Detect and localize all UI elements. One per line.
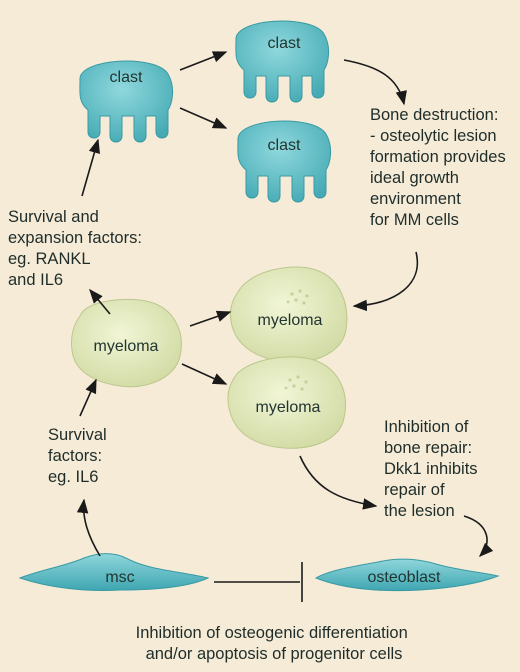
osteoblast-label: osteoblast <box>368 569 441 586</box>
inhibition-osteogenic-line: Inhibition of osteogenic differentiation <box>136 624 408 642</box>
survival-expansion-line: and IL6 <box>8 271 63 289</box>
arrow-inhibition-repair-to-osteoblast <box>463 515 494 558</box>
myeloma-bottom: myeloma <box>227 356 346 449</box>
arrow-myeloma-to-myeloma-top <box>189 310 232 327</box>
myeloma-top-label: myeloma <box>258 312 323 329</box>
clast-bottom-label: clast <box>268 137 301 154</box>
survival-expansion-text: Survival and expansion factors: eg. RANK… <box>8 208 147 289</box>
survival-expansion-line: eg. RANKL <box>8 250 90 268</box>
myeloma-bottom-granules <box>284 375 308 391</box>
osteoclast-cell-icon <box>79 60 174 143</box>
myeloma-bottom-label: myeloma <box>256 399 321 416</box>
bone-destruction-text: Bone destruction: - osteolytic lesion fo… <box>370 106 510 229</box>
inhibition-repair-line: repair of <box>384 481 445 499</box>
arrow-clast-to-clast-bottom <box>179 107 228 129</box>
survival-expansion-line: Survival and <box>8 208 99 226</box>
clast-top-label: clast <box>268 35 301 52</box>
arrow-msc-to-survival-factors <box>76 498 101 557</box>
myeloma-top-granules <box>286 289 309 305</box>
inhibition-repair-line: Inhibition of <box>384 418 469 436</box>
bone-destruction-line: for MM cells <box>370 211 459 229</box>
arrow-myeloma-to-myeloma-bottom <box>181 363 228 385</box>
myeloma-cell-icon <box>229 266 348 363</box>
arrow-bone-destruction-to-myeloma <box>352 251 419 312</box>
bone-destruction-line: ideal growth <box>370 169 459 187</box>
osteoclast-left: clast <box>79 60 174 143</box>
osteoclast-cell-icon <box>235 20 330 103</box>
arrow-expansion-to-clast <box>81 138 100 197</box>
survival-factors-line: eg. IL6 <box>48 468 98 486</box>
myeloma-left: myeloma <box>71 298 182 388</box>
bone-destruction-line: environment <box>370 190 461 208</box>
survival-factors-text: Survival factors: eg. IL6 <box>48 426 111 486</box>
osteoclast-bottom: clast <box>237 120 332 203</box>
bone-destruction-line: Bone destruction: <box>370 106 498 124</box>
osteoblast-cell-icon <box>314 558 500 592</box>
arrow-clast-to-clast-top <box>179 51 228 71</box>
arrows <box>76 51 494 602</box>
arrow-clast-to-bone-destruction <box>343 59 407 106</box>
osteoclast-top: clast <box>235 20 330 103</box>
inhibition-repair-line: the lesion <box>384 502 455 520</box>
survival-factors-line: Survival <box>48 426 107 444</box>
inhibition-repair-text: Inhibition of bone repair: Dkk1 inhibits… <box>384 418 482 520</box>
survival-factors-line: factors: <box>48 447 102 465</box>
arrow-myeloma-to-inhibition-repair <box>299 455 378 510</box>
myeloma-left-label: myeloma <box>94 338 159 355</box>
clast-left-label: clast <box>110 69 143 86</box>
msc-label: msc <box>105 569 134 586</box>
myeloma-top: myeloma <box>229 266 348 363</box>
inhibition-osteogenic-text: Inhibition of osteogenic differentiation… <box>136 624 413 663</box>
arrow-survival-factors-to-myeloma <box>79 378 97 417</box>
osteoclast-cell-icon <box>237 120 332 203</box>
bone-destruction-line: - osteolytic lesion <box>370 127 497 145</box>
inhibition-repair-line: Dkk1 inhibits <box>384 460 478 478</box>
bone-destruction-line: formation provides <box>370 148 506 166</box>
stromal-cell-icon <box>18 553 210 591</box>
inhibition-repair-line: bone repair: <box>384 439 472 457</box>
myeloma-cell-icon <box>227 356 346 449</box>
arrow-myeloma-to-survival-expansion <box>89 288 111 315</box>
osteoblast-cell: osteoblast <box>314 558 500 592</box>
msc-cell: msc <box>18 553 210 591</box>
myeloma-cell-icon <box>71 298 182 388</box>
inhibition-osteogenic-line: and/or apoptosis of progenitor cells <box>146 645 403 663</box>
survival-expansion-line: expansion factors: <box>8 229 142 247</box>
